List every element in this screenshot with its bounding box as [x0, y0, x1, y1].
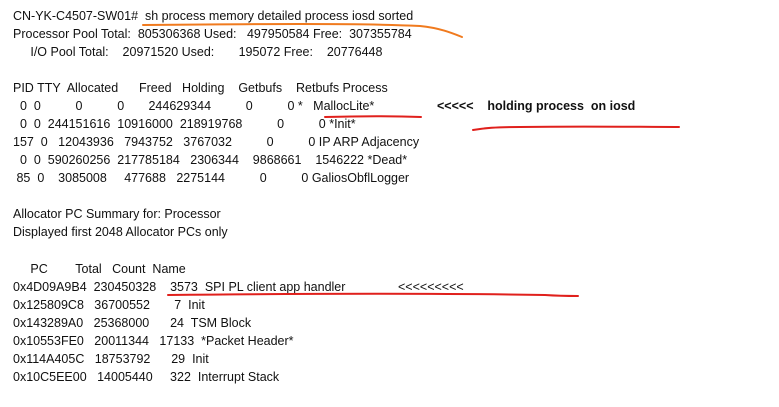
- process-row: 157 0 12043936 7943752 3767032 0 0 IP AR…: [13, 135, 420, 149]
- cli-prompt: CN-YK-C4507-SW01#: [13, 9, 139, 23]
- allocator-table-header: PC Total Count Name: [13, 262, 186, 276]
- io-pool-line: I/O Pool Total: 20971520 Used: 195072 Fr…: [13, 45, 383, 59]
- allocator-row: 0x4D09A9B4 230450328 3573 SPI PL client …: [13, 280, 346, 294]
- allocator-row: 0x125809C8 36700552 7 Init: [13, 298, 205, 312]
- allocator-summary-subtitle: Displayed first 2048 Allocator PCs only: [13, 225, 228, 239]
- cli-command: sh process memory detailed process iosd …: [145, 9, 414, 23]
- allocator-summary-title: Allocator PC Summary for: Processor: [13, 207, 221, 221]
- arrow-note: <<<<<<<<<: [398, 280, 464, 294]
- process-row: 0 0 244151616 10916000 218919768 0 0 *In…: [13, 117, 356, 131]
- processor-pool-line: Processor Pool Total: 805306368 Used: 49…: [13, 27, 412, 41]
- process-row: 0 0 590260256 217785184 2306344 9868661 …: [13, 153, 408, 167]
- holding-note-underline: [472, 125, 680, 131]
- allocator-row: 0x143289A0 25368000 24 TSM Block: [13, 316, 252, 330]
- allocator-row: 0x10553FE0 20011344 17133 *Packet Header…: [13, 334, 294, 348]
- holding-process-note: <<<<< holding process on iosd: [437, 99, 636, 113]
- allocator-row: 0x10C5EE00 14005440 322 Interrupt Stack: [13, 370, 280, 384]
- allocator-row: 0x114A405C 18753792 29 Init: [13, 352, 209, 366]
- process-row: 85 0 3085008 477688 2275144 0 0 GaliosOb…: [13, 171, 410, 185]
- process-table-header: PID TTY Allocated Freed Holding Getbufs …: [13, 81, 388, 95]
- process-row: 0 0 0 0 244629344 0 0 * MallocLite*: [13, 99, 375, 113]
